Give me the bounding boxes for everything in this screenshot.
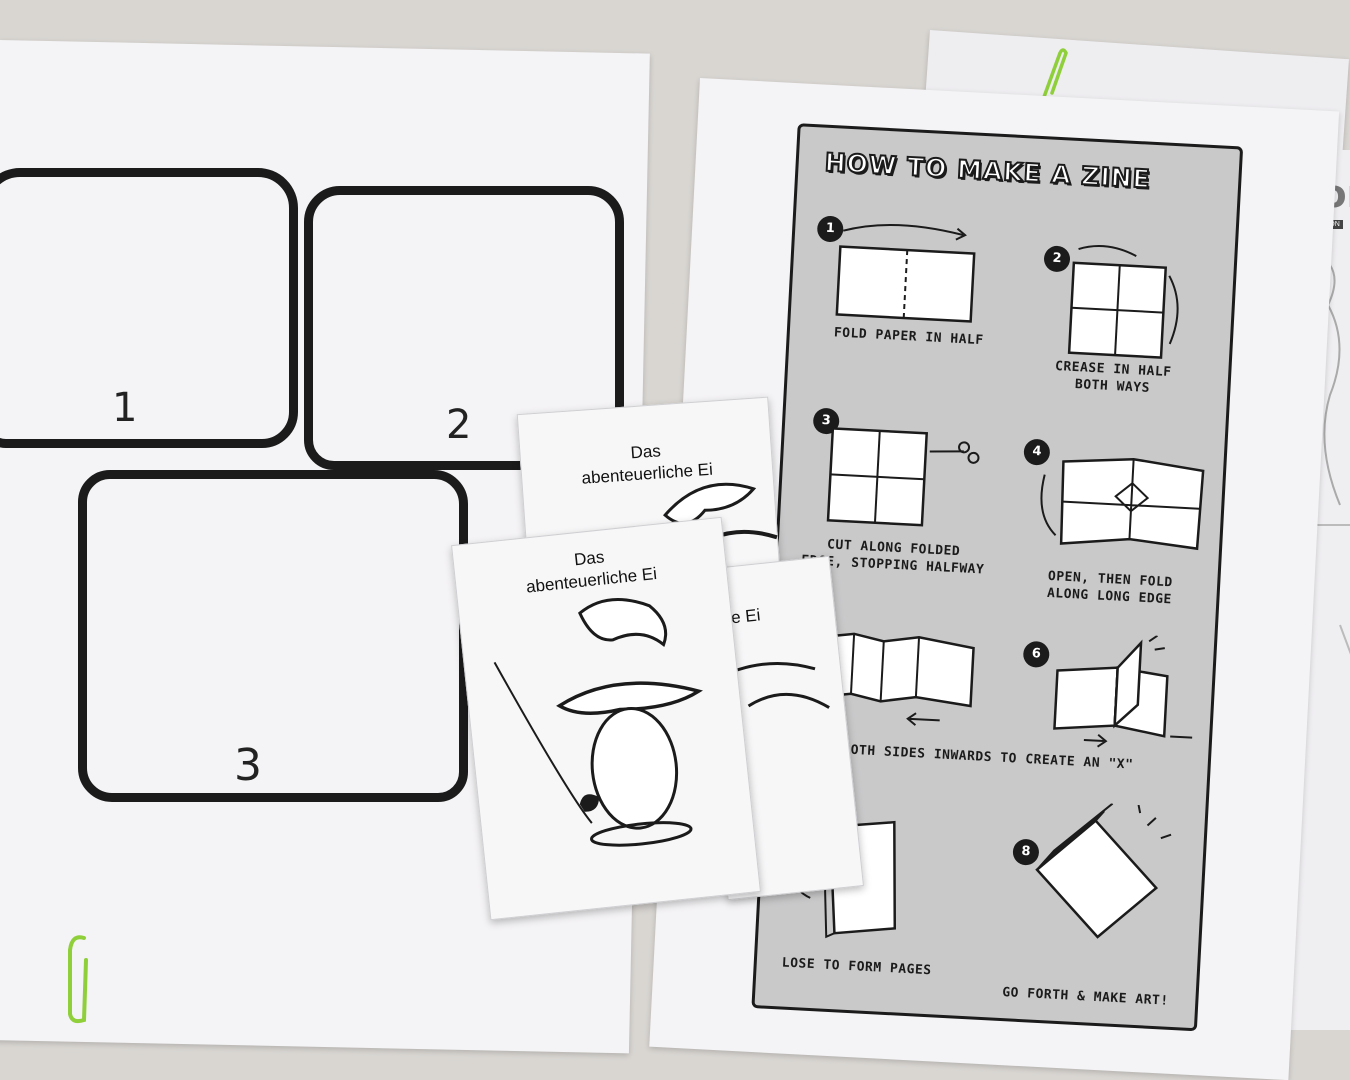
- finished-zine-illustration: [1035, 802, 1172, 939]
- instruction-panel: HOW TO MAKE A ZINE 1 FOLD PAPER IN HALF …: [751, 123, 1244, 1032]
- zine-booklet-front: Das abenteuerliche Ei: [451, 516, 761, 921]
- panel-box-3: [78, 470, 468, 802]
- step-caption: FOLD PAPER IN HALF: [833, 325, 984, 349]
- panel-number-3: 3: [234, 740, 262, 791]
- paperclip-icon: [1042, 48, 1068, 99]
- panel-number-2: 2: [446, 402, 472, 448]
- crease-illustration: [1067, 245, 1179, 359]
- x-fold-illustration: [1053, 629, 1193, 748]
- panel-box-2: [304, 186, 624, 470]
- egg-hat-illustration: [493, 598, 703, 847]
- step-caption: GO FORTH & MAKE ART!: [1001, 985, 1169, 1009]
- step-caption: OPEN, THEN FOLD ALONG LONG EDGE: [1046, 568, 1174, 608]
- open-fold-illustration: [1040, 457, 1205, 551]
- paperclip-icon: [68, 935, 88, 1024]
- fold-half-illustration: [835, 223, 976, 323]
- panel-number-1: 1: [112, 385, 138, 431]
- cut-illustration: [826, 427, 980, 527]
- instruction-title: HOW TO MAKE A ZINE: [823, 147, 1152, 195]
- panel-box-1: [0, 168, 298, 448]
- step-caption: LOSE TO FORM PAGES: [781, 955, 932, 979]
- instruction-sheet: HOW TO MAKE A ZINE 1 FOLD PAPER IN HALF …: [649, 78, 1340, 1080]
